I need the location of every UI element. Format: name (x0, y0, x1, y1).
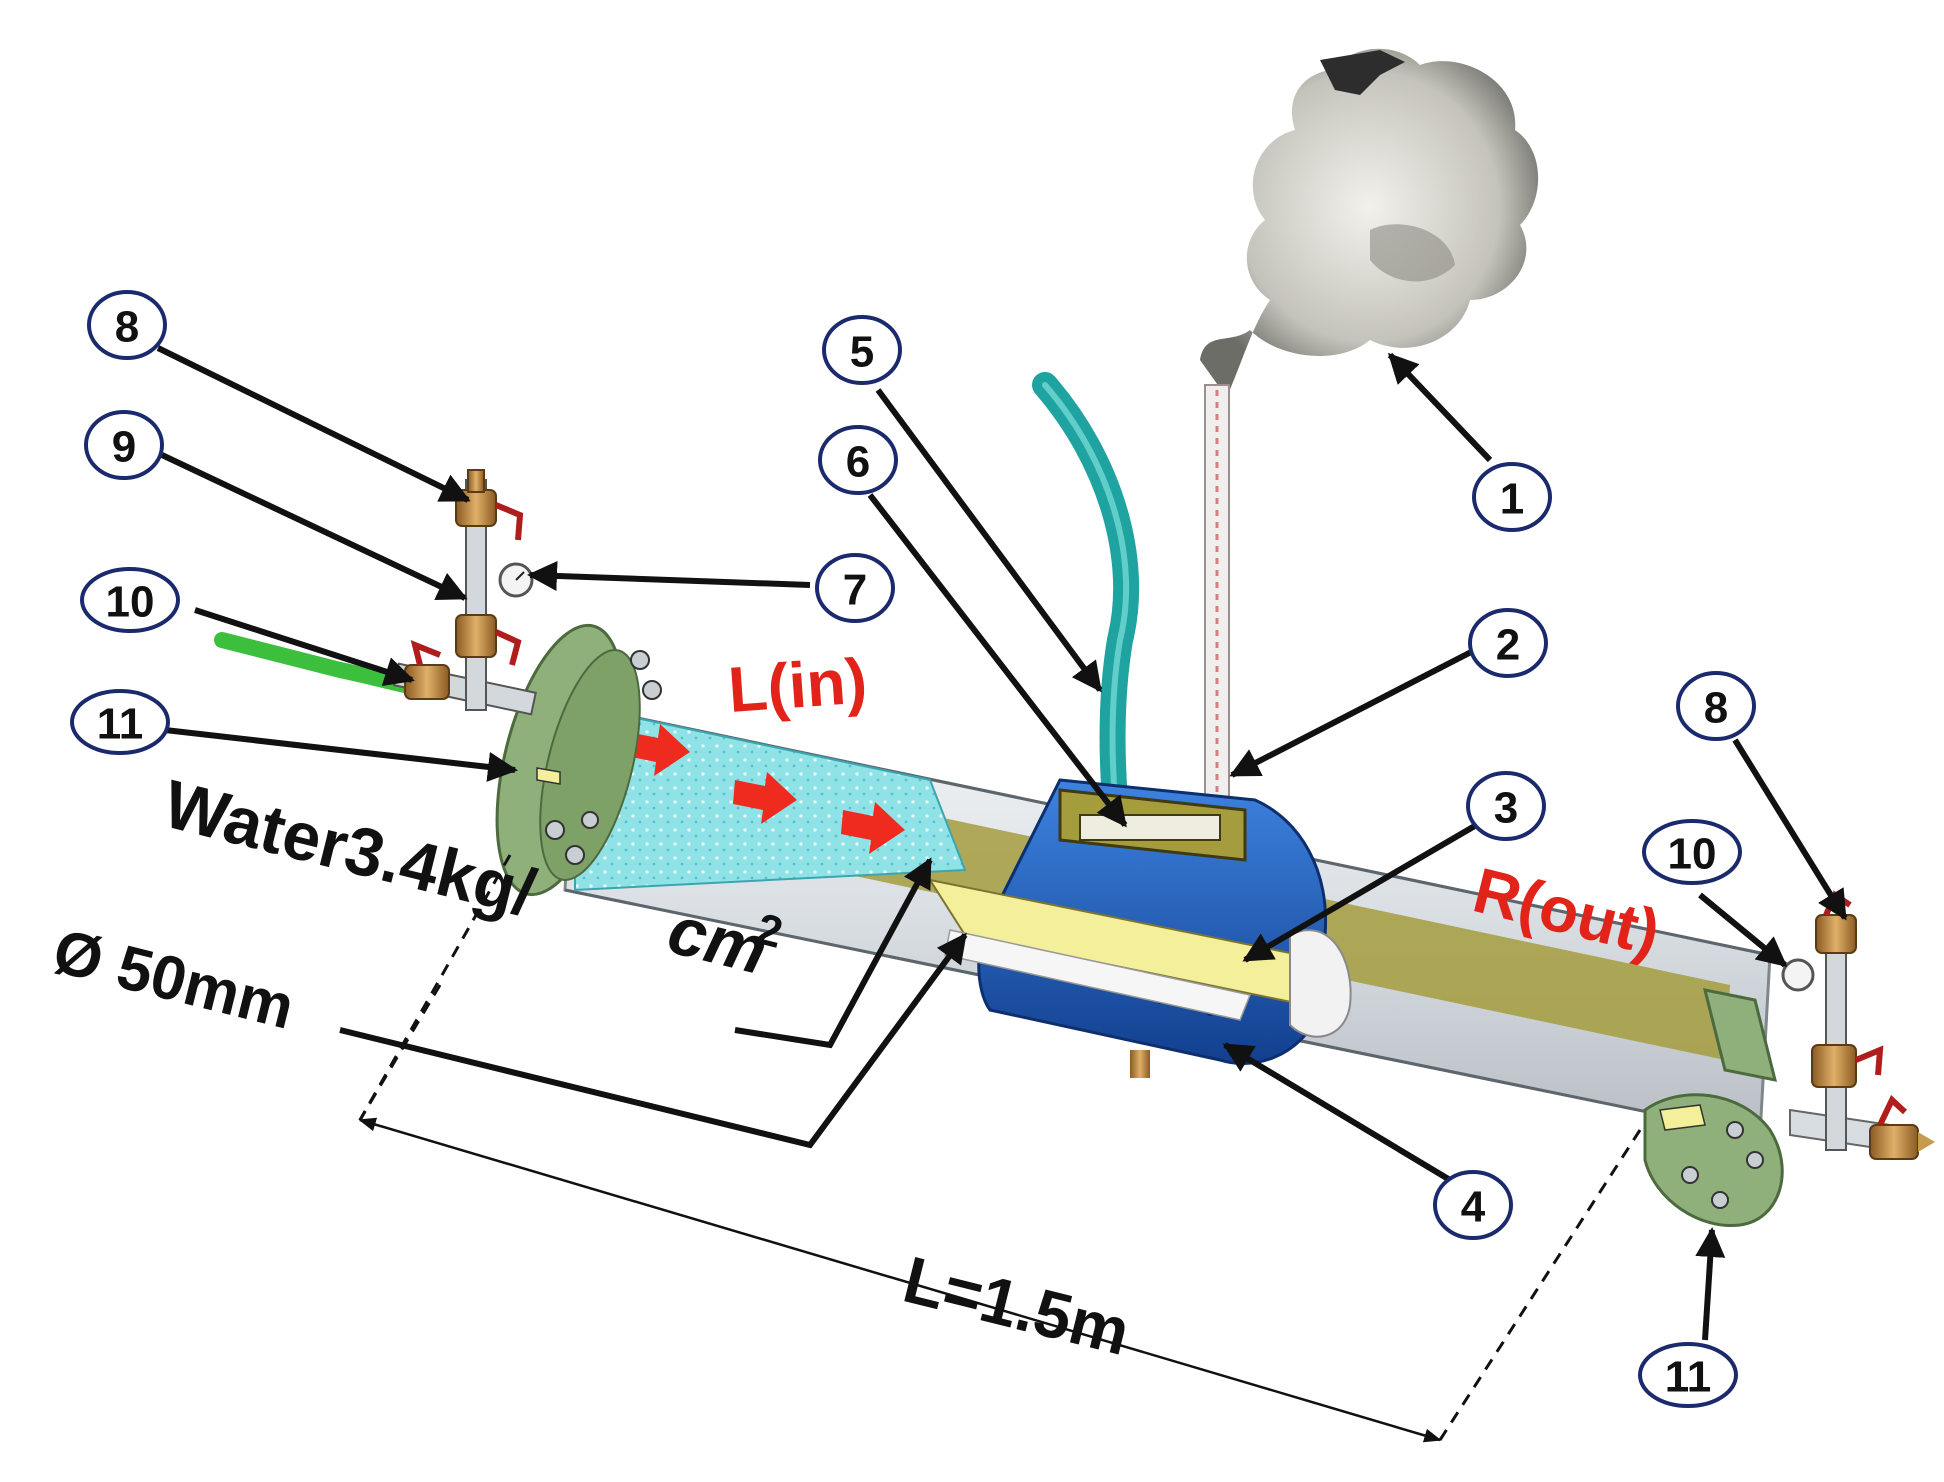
callout-11-right: 11 (1638, 1342, 1738, 1408)
length-dimension (358, 854, 1642, 1443)
callout-5: 5 (822, 315, 902, 385)
callout-11-left: 11 (70, 689, 170, 755)
callout-9-label: 9 (112, 423, 136, 472)
right-valve-assembly (1781, 890, 1935, 1160)
callout-1: 1 (1472, 462, 1552, 532)
diameter-label: Ø 50mm (47, 917, 301, 1043)
callout-10-left-label: 10 (106, 578, 155, 627)
flow-arrows (626, 724, 905, 854)
callout-8-right: 8 (1676, 671, 1756, 741)
callout-8-right-label: 8 (1704, 684, 1728, 733)
water-pressure-text: Water3.4kg/ (156, 766, 542, 932)
callout-3: 3 (1466, 771, 1546, 841)
callout-2-label: 2 (1496, 621, 1520, 670)
flow-arrow-1 (626, 724, 690, 776)
callout-11-left-label: 11 (97, 700, 144, 749)
flow-arrow-3 (841, 802, 905, 854)
left-valve-assembly (214, 469, 537, 716)
callout-6-label: 6 (846, 438, 870, 487)
callout-6: 6 (818, 425, 898, 495)
callout-10-right: 10 (1642, 819, 1742, 885)
leader-lines (156, 345, 1848, 1341)
callout-7-label: 7 (843, 566, 867, 615)
flow-in-label: L(in) (726, 644, 869, 725)
callout-3-label: 3 (1494, 784, 1518, 833)
thermometer-stem (1204, 384, 1230, 836)
flow-arrow-2 (733, 772, 797, 824)
length-label: L=1.5m (897, 1242, 1137, 1369)
callout-7: 7 (815, 553, 895, 623)
callout-5-label: 5 (850, 328, 874, 377)
callout-1-label: 1 (1500, 475, 1524, 524)
callout-8-left: 8 (87, 290, 167, 360)
callout-9: 9 (84, 410, 164, 480)
insulation-packing (1289, 929, 1352, 1038)
callout-10-right-label: 10 (1668, 830, 1717, 879)
callout-4: 4 (1433, 1170, 1513, 1240)
callout-10-left: 10 (80, 567, 180, 633)
steam-plume (1200, 48, 1539, 400)
callout-11-right-label: 11 (1665, 1353, 1712, 1402)
callout-8-left-label: 8 (115, 303, 139, 352)
callout-4-label: 4 (1461, 1183, 1486, 1232)
callout-2: 2 (1468, 608, 1548, 678)
